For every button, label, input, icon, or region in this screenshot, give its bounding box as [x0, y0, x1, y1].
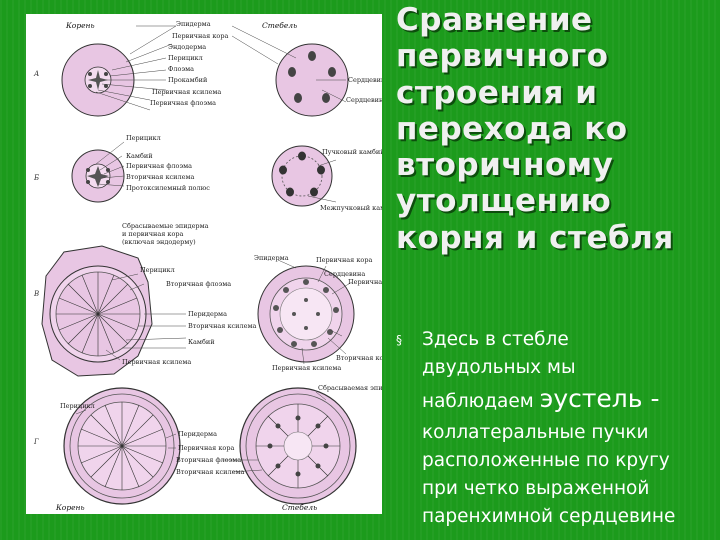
title-line-3: строения и: [396, 75, 716, 111]
row-label-c: В: [33, 290, 39, 298]
label-d-secondary-xylem: Вторичная ксилема: [176, 468, 245, 476]
label-c-stem-primary-cortex: Первичная кора: [316, 256, 372, 264]
row-label-a: А: [33, 70, 39, 78]
label-pericycle: Перицикл: [168, 54, 203, 62]
label-b-protoxylem-pole: Протоксилемный полюс: [126, 184, 210, 192]
label-c-periderm: Перидерма: [188, 310, 227, 318]
label-c-stem-pith: Сердцевина: [324, 270, 365, 278]
label-d-shed-epidermis: Сбрасываемая эпидерма: [318, 384, 382, 392]
label-primary-cortex: Первичная кора: [172, 32, 228, 40]
bullet-line-3: наблюдаем эустель -: [422, 382, 716, 419]
label-phloem: Флоэма: [168, 65, 194, 73]
bullet-line-1: Здесь в стебле: [422, 326, 716, 354]
title-line-2: первичного: [396, 38, 716, 74]
stem-cross-section-d: [240, 388, 356, 504]
title-line-1: Сравнение: [396, 2, 716, 38]
label-d-pericycle: Перицикл: [60, 402, 95, 410]
footer-root: Корень: [55, 503, 85, 512]
slide-title: Сравнение первичного строения и перехода…: [396, 2, 716, 256]
root-cross-section-c: [42, 246, 152, 376]
label-c-stem-primary-xylem: Первичная ксилема: [272, 364, 341, 372]
label-b-cambium: Камбий: [126, 152, 153, 160]
label-b-primary-phloem: Первичная флоэма: [126, 162, 192, 170]
label-c-incl-endodermis: (включая эндодерму): [122, 238, 196, 246]
label-c-pericycle: Перицикл: [140, 266, 175, 274]
footer-stem: Стебель: [282, 503, 317, 512]
label-b-pericycle: Перицикл: [126, 134, 161, 142]
title-line-6: утолщению: [396, 183, 716, 219]
label-endodermis: Эндодерма: [168, 43, 206, 51]
label-epidermis: Эпидерма: [176, 20, 211, 28]
label-d-periderm: Перидерма: [178, 430, 217, 438]
bullet-line-5: расположенные по кругу: [422, 447, 716, 475]
row-label-b: Б: [33, 174, 39, 182]
label-b-fascicular-cambium: Пучковый камбий: [322, 148, 382, 156]
bullet-point: § Здесь в стебле двудольных мы наблюдаем…: [396, 326, 716, 531]
label-c-shed-epidermis: Сбрасываемые эпидерма: [122, 222, 209, 230]
bullet-term-eustele: эустель -: [540, 384, 660, 413]
label-pith: Сердцевина: [348, 76, 382, 84]
plant-anatomy-diagram: Корень Стебель А Б В Г Эпидерма Первична…: [26, 14, 382, 514]
bullet-marker-icon: §: [396, 333, 402, 347]
label-c-secondary-phloem: Вторичная флоэма: [166, 280, 231, 288]
label-c-secondary-xylem: Вторичная ксилема: [188, 322, 257, 330]
root-cross-section-b: [72, 150, 124, 202]
bullet-line-7: паренхимной сердцевине: [422, 503, 716, 531]
label-d-secondary-phloem: Вторичная флоэма: [176, 456, 241, 464]
label-c-stem-epidermis: Эпидерма: [254, 254, 289, 262]
title-line-5: вторичному: [396, 147, 716, 183]
label-d-primary-cortex: Первичная кора: [178, 444, 234, 452]
title-line-4: перехода ко: [396, 111, 716, 147]
bullet-line-2: двудольных мы: [422, 354, 716, 382]
label-primary-xylem: Первичная ксилема: [152, 88, 221, 96]
bullet-line-3-lead: наблюдаем: [422, 391, 540, 412]
label-procambium: Прокамбий: [168, 76, 207, 84]
header-root: Корень: [65, 21, 95, 30]
bullet-line-6: при четко выраженной: [422, 475, 716, 503]
title-line-7: корня и стебля: [396, 220, 716, 256]
row-label-d: Г: [33, 438, 39, 446]
figure-panel: Корень Стебель А Б В Г Эпидерма Первична…: [26, 14, 382, 514]
label-primary-phloem: Первичная флоэма: [150, 99, 216, 107]
bullet-line-4: коллатеральные пучки: [422, 419, 716, 447]
header-stem: Стебель: [262, 21, 297, 30]
label-c-primary-cortex: и первичная кора: [122, 230, 184, 238]
label-b-secondary-xylem: Вторичная ксилема: [126, 173, 195, 181]
label-b-interfascicular-cambium: Межпучковый камбий: [320, 204, 382, 212]
label-c-stem-secondary-xylem: Вторичная ксилема: [336, 354, 382, 362]
label-c-stem-primary-phloem: Первичная флоэма: [348, 278, 382, 286]
label-c-cambium: Камбий: [188, 338, 215, 346]
label-pith-ray: Сердцевинный луч: [346, 96, 382, 104]
label-c-primary-xylem: Первичная ксилема: [122, 358, 191, 366]
stem-cross-section-c: [258, 266, 354, 362]
